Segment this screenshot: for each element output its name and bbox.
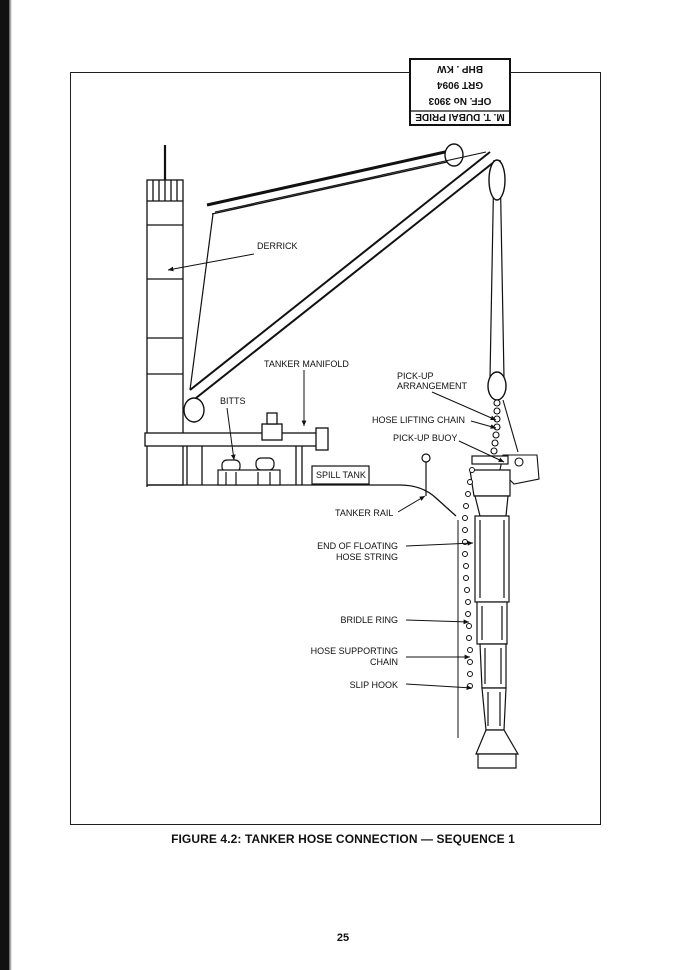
bitts [217,457,281,486]
label-pick-up: PICK-UP [397,371,434,381]
stamp-border [409,58,511,126]
label-slip-hook: SLIP HOOK [350,680,398,690]
scan-edge-shadow [9,0,12,970]
stamp-line-4: BHP . KW [436,63,482,74]
label-tanker-rail: TANKER RAIL [335,508,393,518]
tanker-rail [421,453,431,496]
label-hose-lifting-chain: HOSE LIFTING CHAIN [372,415,465,425]
ship-stamp: M. T. DUBAI PRIDE OFF. No 3903 GRT 9094 … [409,58,511,126]
stamp-line-1: M. T. DUBAI PRIDE [415,111,505,122]
label-bitts: BITTS [220,396,246,406]
label-tanker-manifold: TANKER MANIFOLD [264,359,349,369]
scan-edge [0,0,9,970]
tanker-manifold [144,412,329,485]
label-spill-tank: SPILL TANK [316,470,366,480]
figure-caption: FIGURE 4.2: TANKER HOSE CONNECTION — SEQ… [171,832,515,846]
spill-tank [311,465,370,485]
stamp-line-3: GRT 9094 [436,79,483,90]
label-hose-supporting: HOSE SUPPORTING [311,646,398,656]
label-pick-up-buoy: PICK-UP BUOY [393,433,457,443]
stamp-line-2: OFF. No 3903 [428,95,491,106]
label-derrick: DERRICK [257,241,298,251]
label-chain: CHAIN [370,657,398,667]
floating-hose-string [469,455,520,769]
label-end-of-floating: END OF FLOATING [317,541,398,551]
figure-frame [70,72,601,825]
page-number: 25 [336,932,350,944]
label-arrangement: ARRANGEMENT [397,381,468,391]
derrick [183,143,507,423]
label-bridle-ring: BRIDLE RING [340,615,398,625]
label-hose-string: HOSE STRING [336,552,398,562]
leader-lines [167,253,505,691]
hose-supporting-chain [457,467,475,738]
ship-superstructure [146,145,457,517]
diagram-labels: DERRICK TANKER MANIFOLD BITTS PICK-UP AR… [220,241,468,690]
